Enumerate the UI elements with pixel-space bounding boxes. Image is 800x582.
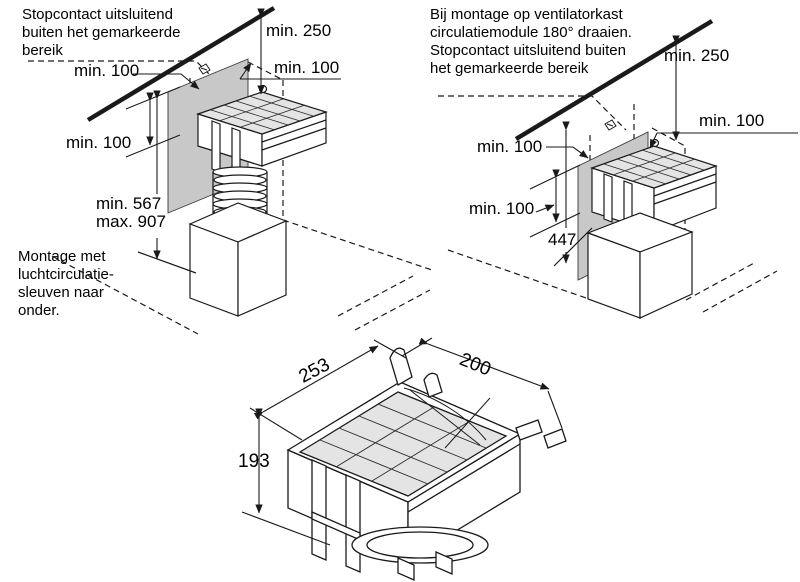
right-dim-min100-upper: min. 100 [477,137,543,156]
clamp-rail [311,459,327,561]
clamp-rail [345,474,361,573]
panel-ref-line [125,134,181,158]
module-isometric-view [241,337,567,581]
circulation-module-left [196,84,328,180]
outlet-symbol-right [604,119,617,131]
panel-ref-line [529,164,581,190]
chimney-box-left [188,202,288,317]
right-installation-view [438,19,798,319]
dim-arrow-253 [253,345,379,420]
left-installation-view [28,6,433,335]
extension-line [373,339,407,359]
module-dim-193: 193 [238,451,270,472]
ceiling-line-left [86,6,276,122]
filter-grid-large [319,403,487,485]
spring-wire [403,387,491,449]
extension-line [249,407,303,441]
right-dim-min100-top: min. 100 [699,111,765,130]
right-note-rotation: Bij montage op ventilatorkast circulatie… [430,6,632,77]
collar-foot [435,551,453,575]
dim-leader-min100-top [133,73,200,90]
right-dim-447: 447 [548,230,577,249]
ventilator-box-right [586,212,694,319]
worktop-edge-left [137,251,197,274]
clamp-rail [211,120,221,173]
dimension-lines-module [241,337,563,546]
left-dim-min567: min. 567 [96,194,162,213]
dim-leader-min100-upper [546,146,589,159]
side-tab [543,428,567,449]
left-note-mount: Montage met luchtcirculatie- sleuven naa… [18,248,114,319]
outlet-collar [351,526,489,564]
left-dim-min100-right: min. 100 [274,58,340,77]
dim-arrow-200 [418,337,550,390]
extension-line [241,511,331,546]
filter-grid-left [210,95,314,131]
clamp-rail [603,173,613,223]
dimension-lines-right [529,35,798,264]
extension-line [547,390,563,429]
dim-leader-min100-lower [535,204,555,213]
collar-foot [397,557,415,581]
left-dim-min250: min. 250 [266,21,332,40]
outlet-collar-inner [366,531,474,559]
mount-tab [389,347,413,386]
left-dim-min100-side: min. 100 [66,133,132,152]
left-note-socket: Stopcontact uitsluitend buiten het gemar… [22,6,181,59]
right-dim-min250: min. 250 [664,46,730,65]
side-tab [515,419,543,441]
filter-grid-right [603,149,705,185]
dimension-lines-left [125,8,341,260]
left-dim-max907: max. 907 [96,212,166,231]
right-dim-min100-lower: min. 100 [469,199,535,218]
left-dim-min100-top: min. 100 [74,61,140,80]
extension-line [401,337,433,357]
box-edge-extension [553,227,593,267]
panel-ref-line [529,212,581,238]
outlet-symbol-left [198,63,211,75]
